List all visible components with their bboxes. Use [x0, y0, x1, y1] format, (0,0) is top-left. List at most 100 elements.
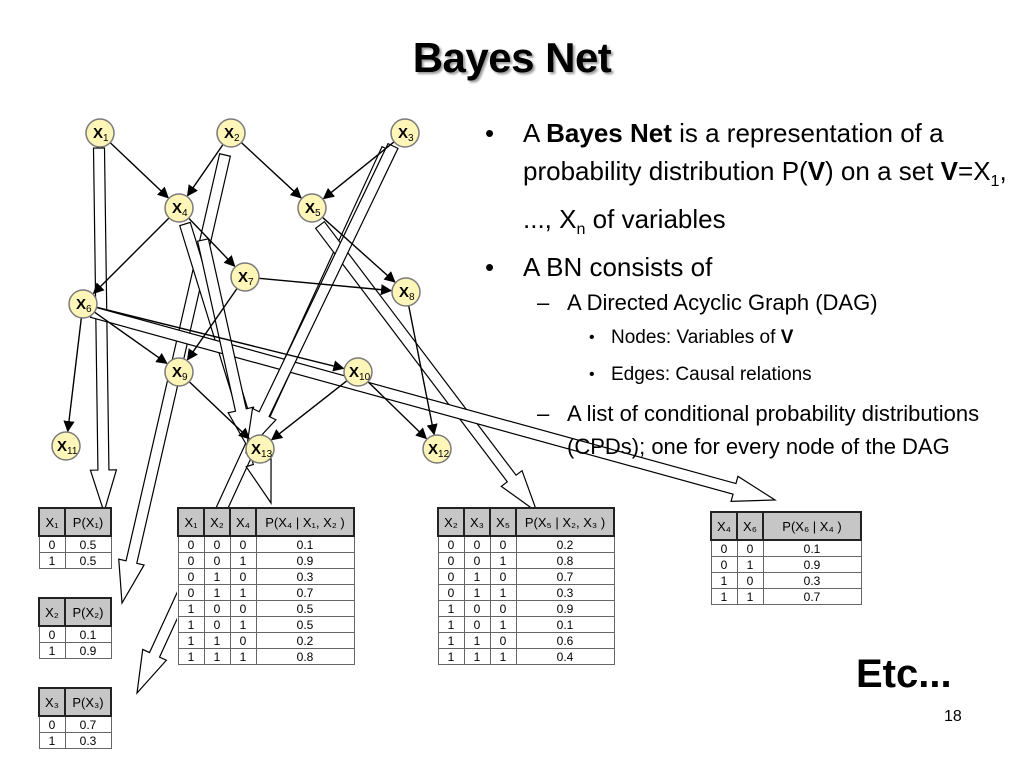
bullet-edges: •Edges: Causal relations [589, 364, 812, 386]
cpt-cell: 0 [229, 535, 257, 553]
cpt-header: X₅ [489, 507, 517, 537]
cpt-header: X₂ [437, 507, 465, 537]
cpt-header: P(X₃) [64, 687, 112, 717]
cpt-cell: 1 [203, 648, 231, 665]
edge-x1-x4 [109, 142, 169, 199]
cpt-cell: 1 [203, 584, 231, 601]
cpt-cell: 0.5 [255, 600, 355, 617]
cpt-cell: 1 [177, 648, 205, 665]
cpt-header: P(X₂) [64, 597, 112, 627]
cpt-cell: 0.3 [255, 568, 355, 585]
cpt-cell: 0.5 [255, 616, 355, 633]
cpt-cell: 0.3 [64, 732, 112, 749]
cpt-cell: 0 [203, 535, 231, 553]
cpt-pointer-x1 [89, 147, 118, 515]
cpt-cell: 0.9 [515, 600, 615, 617]
cpt-cell: 0 [229, 568, 257, 585]
node-x11: X11 [51, 431, 81, 461]
cpt-cell: 0 [177, 535, 205, 553]
cpt-cell: 1 [229, 552, 257, 569]
edge-x10-x12 [367, 381, 428, 440]
cpt-cell: 1 [229, 584, 257, 601]
cpt-cell: 0 [710, 556, 738, 573]
cpt-cell: 0 [38, 715, 66, 733]
bullet-cpds: –A list of conditional probability distr… [537, 401, 980, 460]
cpt-cell: 0.1 [762, 539, 862, 557]
bullet-definition: •A Bayes Net is a representation of a pr… [485, 118, 1007, 239]
cpt-cell: 0.1 [515, 616, 615, 633]
cpt-cell: 1 [489, 584, 517, 601]
cpt-cell: 0.4 [515, 648, 615, 665]
node-x8: X8 [391, 277, 421, 307]
cpt-cell: 0.3 [762, 572, 862, 589]
cpt-cell: 0 [463, 535, 491, 553]
cpt-cell: 0.7 [515, 568, 615, 585]
cpt-header: P(X₆ | X₄ ) [762, 511, 862, 541]
cpt-cell: 1 [736, 556, 764, 573]
cpt-cell: 1 [463, 648, 491, 665]
cpt-cell: 0 [463, 552, 491, 569]
node-x3: X3 [390, 118, 420, 148]
cpt-cell: 0 [736, 572, 764, 589]
edge-x6-x10 [96, 306, 345, 372]
cpt-cell: 0.2 [255, 632, 355, 649]
cpt-cell: 1 [710, 572, 738, 589]
edge-x9-x13 [188, 381, 250, 440]
cpt-cell: 0 [229, 632, 257, 649]
cpt-cell: 0.7 [762, 588, 862, 605]
cpt-cell: 0 [489, 600, 517, 617]
cpt-cell: 1 [177, 600, 205, 617]
cpt-cell: 0 [710, 539, 738, 557]
cpt-cell: 1 [437, 616, 465, 633]
cpt-pointer-x5 [314, 220, 539, 514]
etc-label: Etc... [856, 652, 952, 696]
cpt-cell: 1 [177, 632, 205, 649]
cpt-header: X₆ [736, 511, 764, 541]
edge-x8-x12 [408, 305, 438, 436]
cpt-pointer-x6 [89, 305, 777, 503]
cpt-header: X₃ [463, 507, 491, 537]
cpt-cell: 0 [203, 600, 231, 617]
edge-x2-x4 [186, 144, 224, 197]
cpt-cell: 0 [38, 625, 66, 643]
node-x6: X6 [68, 289, 98, 319]
edge-x3-x5 [322, 141, 395, 200]
cpt-cell: 1 [229, 648, 257, 665]
cpt-header: P(X₄ | X₁, X₂ ) [255, 507, 355, 537]
cpt-cell: 0 [437, 535, 465, 553]
cpt-cell: 1 [489, 648, 517, 665]
cpt-cell: 1 [710, 588, 738, 605]
node-x1: X1 [85, 118, 115, 148]
cpt-cell: 0.3 [515, 584, 615, 601]
node-x13: X13 [245, 434, 275, 464]
cpt-cell: 0.5 [64, 535, 112, 553]
edge-x4-x6 [92, 217, 170, 295]
cpt-header: X₁ [38, 507, 66, 537]
edge-x7-x9 [186, 288, 238, 361]
cpt-cell: 0 [437, 568, 465, 585]
cpt-cell: 0 [38, 535, 66, 553]
edge-x7-x8 [258, 277, 393, 296]
cpt-cell: 1 [38, 732, 66, 749]
cpt-cell: 1 [203, 632, 231, 649]
cpt-cell: 0.9 [64, 642, 112, 659]
cpt-cell: 0.5 [64, 552, 112, 569]
